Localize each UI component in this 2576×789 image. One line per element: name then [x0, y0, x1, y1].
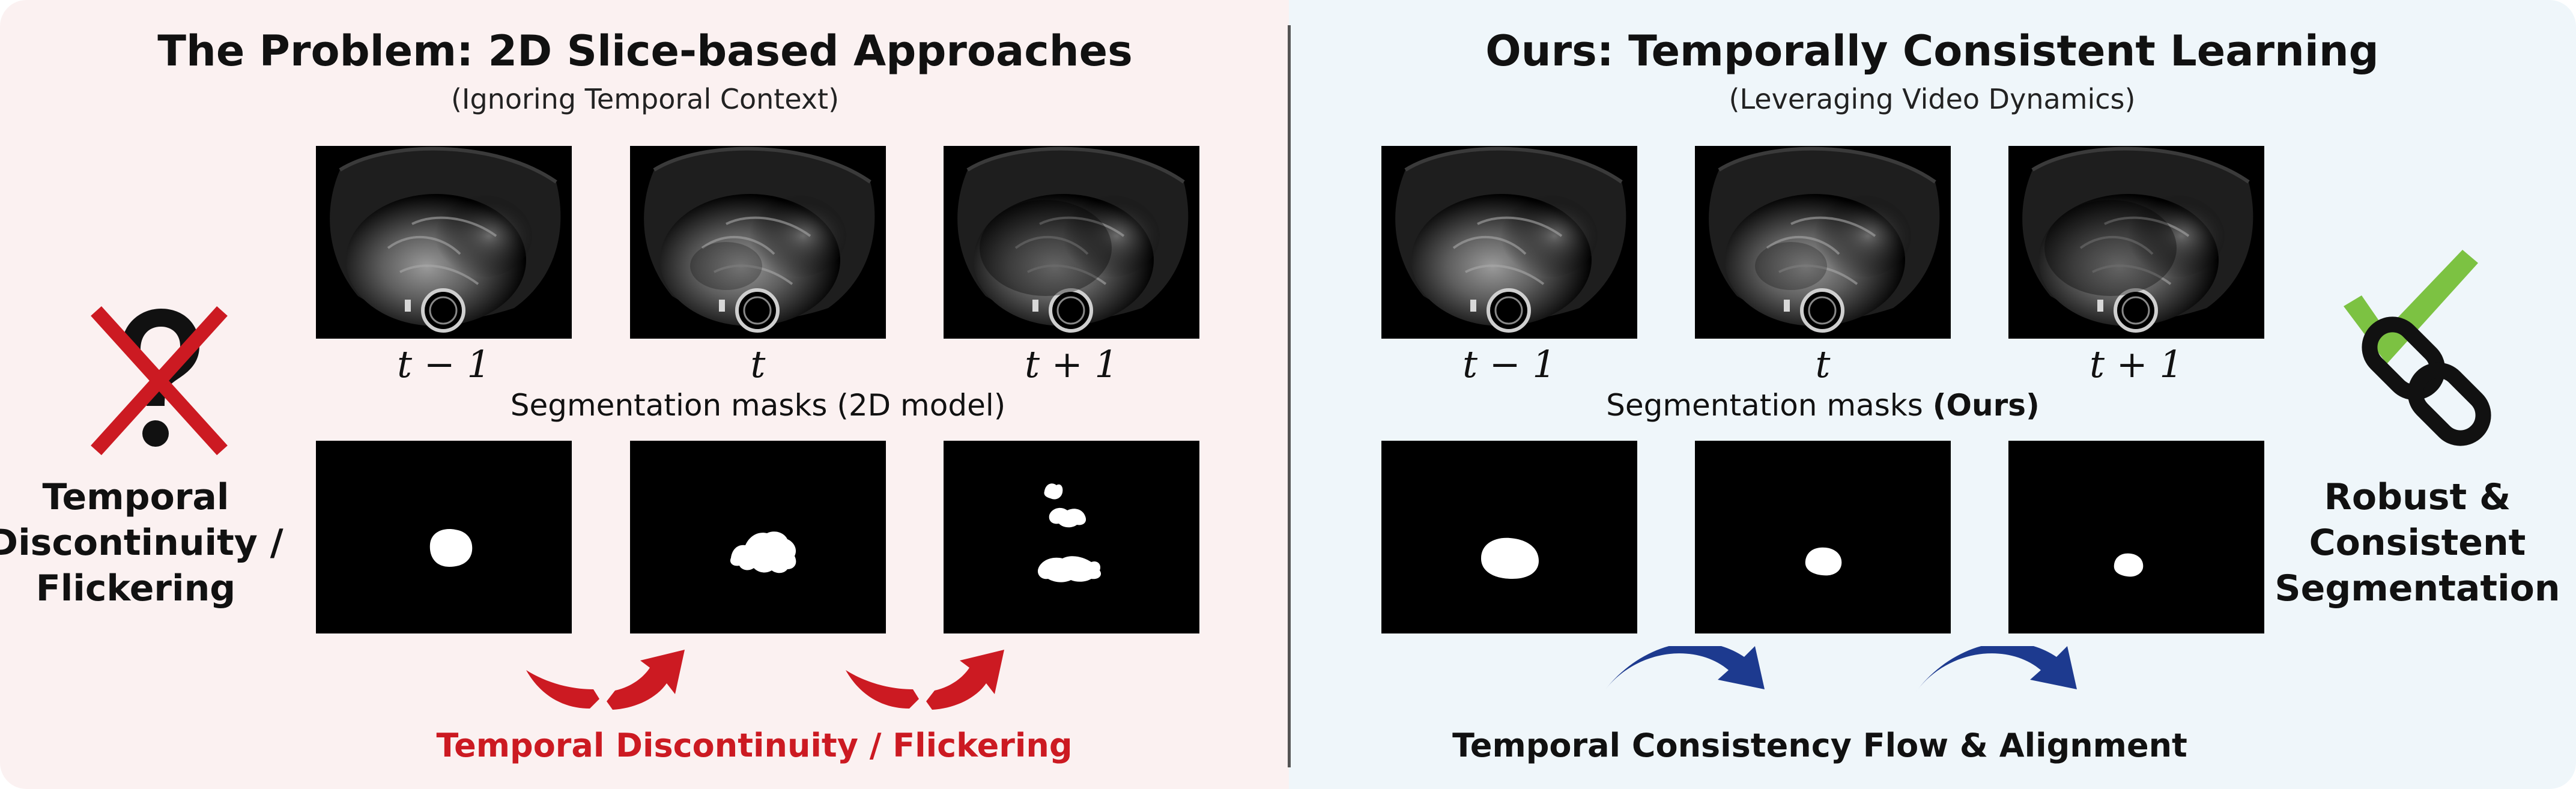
problem-subtitle: (Ignoring Temporal Context) [450, 83, 840, 115]
ours-panel [1289, 0, 2576, 789]
ultrasound-frame-t [630, 146, 886, 339]
problem-side-label: Temporal Discontinuity / Flickering [0, 474, 283, 611]
side-label-line: Discontinuity / [0, 522, 283, 564]
segmentation-mask-t [630, 441, 886, 633]
broken-curved-arrow-icon [846, 650, 1004, 710]
segmentation-mask-t [1695, 441, 1951, 633]
ours-side-label: Robust & Consistent Segmentation [2274, 474, 2560, 611]
side-label-line: Consistent [2309, 522, 2526, 564]
time-label-t: t [750, 342, 766, 386]
smooth-curved-arrow-icon [1916, 646, 2077, 692]
segmentation-mask-t-plus-1 [2008, 441, 2264, 633]
ours-mask-caption: Segmentation masks (Ours) [1606, 388, 2040, 423]
side-label-line: Temporal [42, 476, 229, 518]
ours-subtitle: (Leveraging Video Dynamics) [1729, 83, 2136, 115]
segmentation-mask-t-plus-1 [944, 441, 1199, 633]
ours-title: Ours: Temporally Consistent Learning [1485, 26, 2379, 76]
checkmark-chain-link-icon [2344, 250, 2491, 446]
time-label-t: t [1815, 342, 1831, 386]
mask-caption-prefix: Segmentation masks [1606, 388, 1933, 423]
problem-bottom-label: Temporal Discontinuity / Flickering [436, 727, 1073, 764]
segmentation-mask-t-minus-1 [1381, 441, 1637, 633]
time-label-t-plus-1: t + 1 [2090, 342, 2183, 386]
segmentation-mask-t-minus-1 [316, 441, 572, 633]
ultrasound-frame-t-plus-1 [2008, 146, 2264, 339]
time-label-t-plus-1: t + 1 [1025, 342, 1118, 386]
smooth-curved-arrow-icon [1604, 646, 1765, 692]
time-label-t-minus-1: t − 1 [397, 342, 491, 386]
ultrasound-frame-t-minus-1 [316, 146, 572, 339]
side-label-line: Segmentation [2274, 567, 2560, 609]
ultrasound-frame-t-minus-1 [1381, 146, 1637, 339]
side-label-line: Robust & [2324, 476, 2511, 518]
time-label-t-minus-1: t − 1 [1462, 342, 1556, 386]
mask-caption-bold: (Ours) [1932, 388, 2040, 423]
side-label-line: Flickering [35, 567, 236, 609]
problem-panel [0, 0, 1289, 789]
crossed-question-mark-icon [91, 306, 228, 456]
ultrasound-frame-t [1695, 146, 1951, 339]
problem-mask-caption: Segmentation masks (2D model) [510, 388, 1006, 423]
problem-title: The Problem: 2D Slice-based Approaches [157, 26, 1133, 76]
panel-divider [1288, 25, 1291, 767]
ours-bottom-label: Temporal Consistency Flow & Alignment [1452, 727, 2187, 764]
ultrasound-frame-t-plus-1 [944, 146, 1199, 339]
broken-curved-arrow-icon [526, 650, 685, 710]
